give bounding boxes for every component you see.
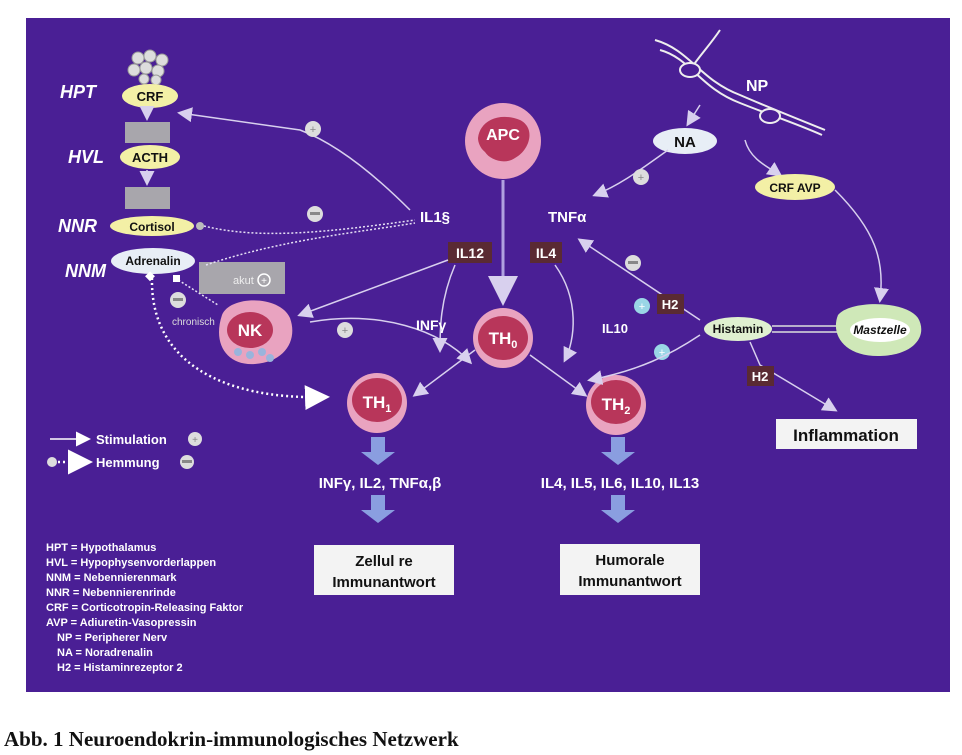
zellulaere-immunantwort-box: [314, 545, 454, 595]
legend: Stimulation + Hemmung: [47, 431, 202, 475]
th0-cell: [473, 308, 533, 368]
apc-label: APC: [486, 127, 520, 144]
pituitary-box: [125, 122, 170, 143]
plus-icon: [633, 169, 649, 185]
h2-box: [657, 294, 684, 314]
il10-label: IL10: [602, 321, 628, 336]
h2-lower-label: H2: [752, 369, 769, 384]
adrenalin-node: [111, 248, 195, 274]
il1-label: IL1§: [420, 209, 450, 226]
svg-text:NP = Peripherer Nerv: NP = Peripherer Nerv: [57, 632, 168, 644]
th0-label: TH0: [489, 329, 518, 351]
th1-cytokines: INFγ, IL2, TNFα,β: [319, 475, 442, 492]
na-node: [653, 128, 717, 154]
inflammation-box: [776, 419, 917, 449]
peripheral-nerve-icon: [654, 29, 826, 136]
infg-label: INFγ: [416, 317, 447, 333]
th2-cytokines: IL4, IL5, IL6, IL10, IL13: [541, 475, 699, 492]
il12-box: [448, 242, 492, 263]
inflammation-label: Inflammation: [793, 426, 899, 445]
crf-avp-label: CRF AVP: [769, 181, 820, 195]
plus-icon: [257, 273, 271, 287]
hpt-label: HPT: [60, 82, 98, 102]
svg-text:AVP = Adiuretin-Vasopressin: AVP = Adiuretin-Vasopressin: [46, 617, 197, 629]
plus-icon: [337, 322, 353, 338]
svg-text:+: +: [310, 124, 316, 136]
svg-text:NNR = Nebennierenrinde: NNR = Nebennierenrinde: [46, 587, 176, 599]
il4-label: IL4: [536, 245, 556, 261]
histamin-node: [704, 317, 772, 341]
humorale-line2: Immunantwort: [578, 573, 681, 590]
plus-icon: [634, 298, 650, 314]
tnfa-label: TNFα: [548, 209, 587, 226]
humorale-line1: Humorale: [595, 552, 664, 569]
plus-icon: [305, 121, 321, 137]
il4-box: [530, 242, 562, 263]
chronisch-label: chronisch: [172, 317, 215, 328]
zellulaere-line1: Zellul re: [355, 553, 413, 570]
figure-caption: Abb. 1 Neuroendokrin-immunologisches Net…: [4, 727, 459, 751]
svg-text:+: +: [261, 276, 267, 287]
svg-text:NA = Noradrenalin: NA = Noradrenalin: [57, 647, 153, 659]
th1-cell: [347, 373, 407, 433]
humorale-immunantwort-box: [560, 544, 700, 595]
abbreviation-list: HPT = Hypothalamus HVL = Hypophysenvorde…: [46, 542, 244, 674]
acth-node: [120, 145, 180, 169]
akut-box: [199, 262, 285, 294]
nnm-label: NNM: [65, 261, 107, 281]
svg-text:NNM = Nebennierenmark: NNM = Nebennierenmark: [46, 572, 177, 584]
svg-text:CRF = Corticotropin-Releasing: CRF = Corticotropin-Releasing Faktor: [46, 602, 244, 614]
svg-text:H2 = Histaminrezeptor 2: H2 = Histaminrezeptor 2: [57, 662, 183, 674]
acth-label: ACTH: [132, 150, 168, 165]
svg-text:+: +: [659, 347, 665, 359]
histamin-label: Histamin: [713, 322, 764, 336]
mastzelle-label: Mastzelle: [853, 323, 907, 337]
hypothalamus-cells-icon: [127, 49, 169, 86]
zellulaere-line2: Immunantwort: [332, 574, 435, 591]
hvl-label: HVL: [68, 147, 104, 167]
legend-hemmung: Hemmung: [96, 455, 160, 470]
svg-text:+: +: [192, 435, 198, 446]
nnr-label: NNR: [58, 216, 97, 236]
svg-text:HVL = Hypophysenvorderlappen: HVL = Hypophysenvorderlappen: [46, 557, 216, 569]
apc-cell: [465, 103, 541, 179]
na-label: NA: [674, 134, 696, 151]
cortisol-node: [110, 216, 194, 236]
h2-upper-label: H2: [662, 297, 679, 312]
svg-text:HPT = Hypothalamus: HPT = Hypothalamus: [46, 542, 156, 554]
th1-label: TH1: [363, 393, 392, 415]
nk-cell: [218, 300, 293, 365]
legend-stimulation: Stimulation: [96, 432, 167, 447]
plus-icon: [188, 432, 202, 446]
plus-icon: [654, 344, 670, 360]
nk-label: NK: [238, 321, 263, 340]
svg-text:+: +: [342, 325, 348, 337]
il12-label: IL12: [456, 245, 484, 261]
np-label: NP: [746, 78, 769, 95]
crf-label: CRF: [137, 89, 164, 104]
th2-label: TH2: [602, 395, 631, 417]
crf-avp-node: [755, 174, 835, 200]
adrenal-box: [125, 187, 170, 209]
adrenalin-label: Adrenalin: [125, 254, 180, 268]
down-arrow-icon: [361, 437, 635, 523]
akut-label: akut: [233, 275, 254, 287]
crf-node: [122, 84, 178, 108]
th2-cell: [586, 375, 646, 435]
svg-text:+: +: [639, 301, 645, 313]
cortisol-label: Cortisol: [129, 220, 174, 234]
h2-box: [747, 366, 774, 386]
svg-text:+: +: [638, 172, 644, 184]
